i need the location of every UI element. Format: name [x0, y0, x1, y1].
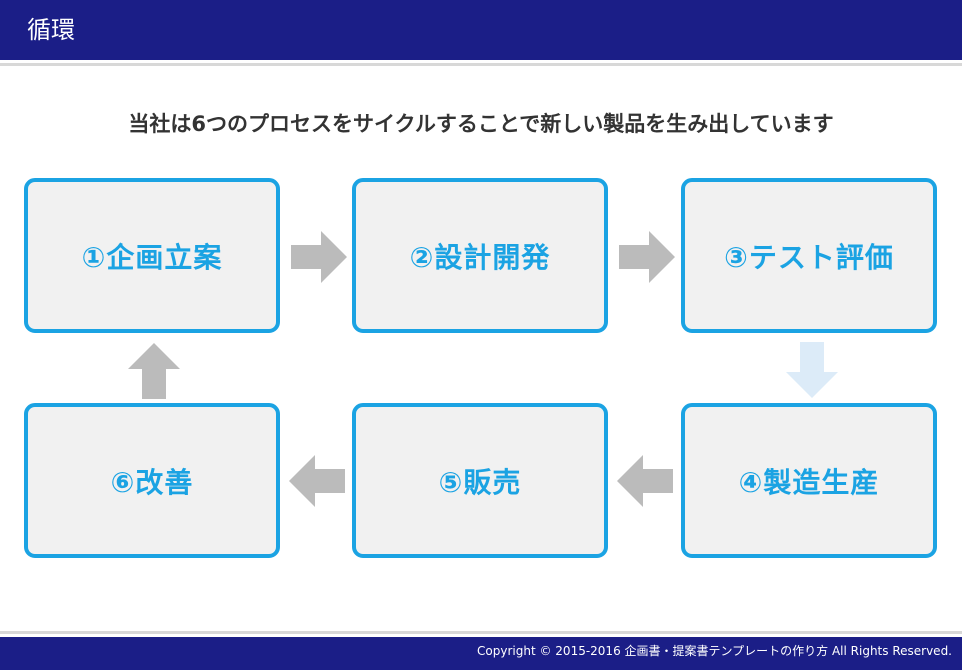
footer-divider: [0, 631, 962, 634]
arrow-right-icon: [291, 231, 347, 283]
step-box-planning: ①企画立案: [24, 178, 280, 333]
page-title: 循環: [27, 16, 75, 44]
step-label: ⑥改善: [110, 465, 194, 499]
arrow-right-icon: [619, 231, 675, 283]
step-label: ①企画立案: [81, 240, 223, 274]
step-label: ④製造生産: [738, 465, 880, 499]
arrow-left-icon: [289, 455, 345, 507]
arrow-left-icon: [617, 455, 673, 507]
step-label: ②設計開発: [409, 240, 551, 274]
copyright-text: Copyright © 2015-2016 企画書・提案書テンプレートの作り方 …: [477, 644, 952, 658]
header-bar: 循環: [0, 0, 962, 60]
header-divider: [0, 63, 962, 66]
step-box-testing: ③テスト評価: [681, 178, 937, 333]
footer-bar: Copyright © 2015-2016 企画書・提案書テンプレートの作り方 …: [0, 637, 962, 670]
step-box-design: ②設計開発: [352, 178, 608, 333]
step-label: ③テスト評価: [724, 240, 894, 274]
step-box-improvement: ⑥改善: [24, 403, 280, 558]
arrow-up-icon: [128, 343, 180, 399]
step-label: ⑤販売: [438, 465, 522, 499]
description-text: 当社は6つのプロセスをサイクルすることで新しい製品を生み出しています: [128, 112, 834, 136]
step-box-sales: ⑤販売: [352, 403, 608, 558]
step-box-manufacturing: ④製造生産: [681, 403, 937, 558]
arrow-down-icon: [786, 342, 838, 398]
